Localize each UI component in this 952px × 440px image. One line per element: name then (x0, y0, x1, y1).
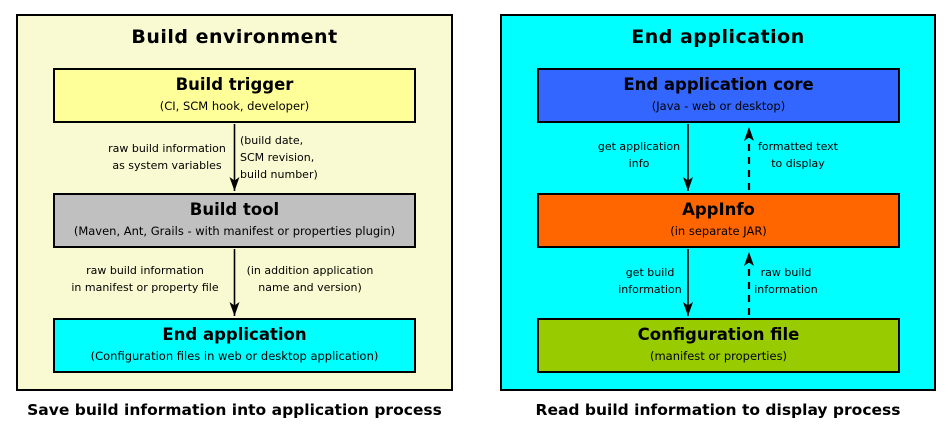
node-configuration-file: Configuration file (manifest or properti… (537, 318, 900, 373)
node-title: Build trigger (175, 75, 294, 94)
edge-label-manifest-property: raw build information in manifest or pro… (71, 264, 219, 294)
node-subtitle: (Configuration files in web or desktop a… (90, 349, 379, 363)
node-subtitle: (CI, SCM hook, developer) (159, 99, 310, 113)
node-title: AppInfo (682, 200, 755, 219)
edge-label-build-date: (build date, SCM revision, build number) (240, 134, 318, 181)
node-appinfo: AppInfo (in separate JAR) (537, 193, 900, 248)
caption-read-process: Read build information to display proces… (535, 401, 901, 419)
edge-label-system-variables: raw build information as system variable… (108, 142, 226, 172)
node-subtitle: (Maven, Ant, Grails - with manifest or p… (73, 224, 396, 238)
node-subtitle: (in separate JAR) (670, 224, 767, 238)
node-title: Build tool (189, 200, 280, 219)
node-subtitle: (Java - web or desktop) (651, 99, 786, 113)
edge-label-raw-build-information: raw build information (754, 266, 818, 296)
edge-label-formatted-text: formatted text to display (758, 140, 838, 170)
node-title: Configuration file (637, 325, 800, 344)
node-build-tool: Build tool (Maven, Ant, Grails - with ma… (53, 193, 416, 248)
node-end-application-core: End application core (Java - web or desk… (537, 68, 900, 123)
panel-end-application: End application End application core (Ja… (500, 14, 936, 391)
edge-label-get-application-info: get application info (597, 140, 681, 170)
node-subtitle: (manifest or properties) (649, 349, 788, 363)
panel-title-build-environment: Build environment (131, 26, 338, 48)
node-title: End application core (623, 75, 814, 94)
edge-label-name-version: (in addition application name and versio… (246, 264, 374, 294)
caption-save-process: Save build information into application … (27, 401, 442, 419)
node-end-application: End application (Configuration files in … (53, 318, 416, 373)
edge-label-get-build-information: get build information (618, 266, 682, 296)
panel-build-environment: Build environment Build trigger (CI, SCM… (16, 14, 453, 391)
node-title: End application (162, 325, 307, 344)
node-build-trigger: Build trigger (CI, SCM hook, developer) (53, 68, 416, 123)
panel-title-end-application: End application (631, 26, 805, 48)
